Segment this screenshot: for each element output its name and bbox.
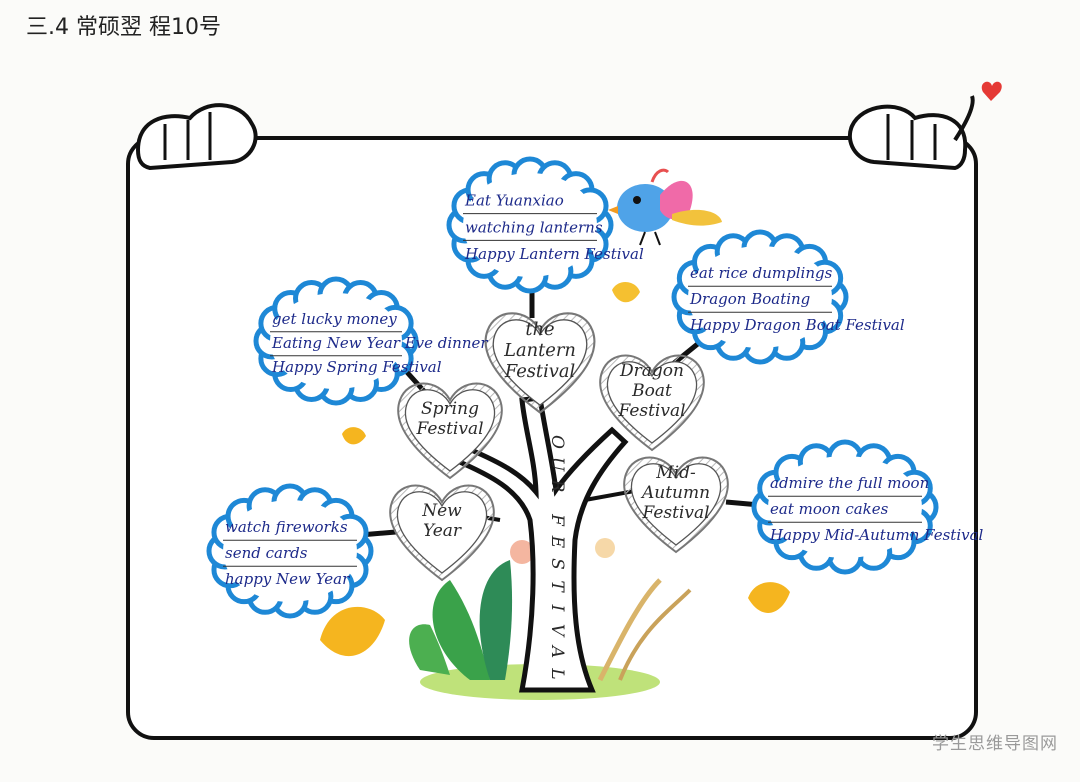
trunk-letter: U — [547, 457, 567, 472]
trunk-letter: L — [547, 667, 567, 679]
festival-activity: watching lanterns — [465, 218, 603, 236]
festival-title: Spring — [421, 399, 479, 419]
festival-activity: Dragon Boating — [689, 290, 810, 308]
festival-activity: Happy Spring Festival — [271, 358, 442, 376]
festival-title: Boat — [631, 381, 672, 401]
festival-title: Festival — [504, 361, 575, 382]
watermark: 学生思维导图网 — [932, 734, 1058, 754]
festival-title: Dragon — [619, 361, 684, 381]
trunk-letter: F — [547, 513, 567, 527]
festival-title: Festival — [641, 503, 709, 523]
hand-icon — [135, 103, 258, 171]
trunk-letter: R — [547, 479, 567, 493]
festival-title: Festival — [415, 419, 483, 439]
festival-activity: happy New Year — [225, 570, 350, 588]
festival-activity: watch fireworks — [225, 518, 348, 536]
trunk-letter: E — [547, 535, 567, 549]
festival-activity: admire the full moon — [770, 474, 929, 492]
leaf-icon — [342, 427, 366, 445]
cloud-box-midautumn: admire the full moon eat moon cakesHappy … — [751, 439, 984, 575]
festival-activity: Happy Lantern Festival — [464, 245, 644, 263]
leaf-icon — [612, 281, 640, 303]
festival-title: New — [421, 501, 462, 521]
bird-icon — [608, 168, 722, 246]
plant-decoration — [409, 538, 692, 682]
leaf-icon — [748, 582, 790, 613]
festival-title: Year — [423, 521, 462, 541]
cloud-box-newyear: watch fireworks send cards happy New Year — [206, 483, 374, 619]
leaf-icon — [320, 606, 385, 657]
trunk-letter: S — [547, 558, 567, 570]
festival-activity: eat moon cakes — [770, 500, 889, 518]
trunk-letter: I — [547, 604, 567, 612]
festival-activity: Eat Yuanxiao — [464, 192, 564, 210]
festival-activity: Happy Dragon Boat Festival — [689, 316, 905, 334]
festival-activity: Eating New Year Eve dinner — [271, 334, 488, 352]
hand-icon — [847, 95, 975, 171]
trunk-letter: A — [547, 644, 567, 658]
trunk-letter: V — [547, 624, 567, 638]
trunk-letter: O — [547, 435, 567, 449]
trunk-letter: T — [547, 580, 567, 593]
festival-title: Festival — [617, 401, 685, 421]
festival-activity: eat rice dumplings — [690, 264, 833, 282]
festival-activity: get lucky money — [272, 310, 397, 328]
festival-activity: send cards — [225, 544, 308, 562]
heart-icon — [981, 81, 1002, 101]
header-note: 三.4 常硕翌 程10号 — [26, 15, 221, 40]
festival-title: Lantern — [503, 340, 576, 361]
festival-title: the — [525, 319, 554, 340]
festival-title: Mid- — [655, 463, 696, 483]
festival-title: Autumn — [640, 483, 710, 503]
festival-activity: Happy Mid-Autumn Festival — [769, 526, 984, 544]
